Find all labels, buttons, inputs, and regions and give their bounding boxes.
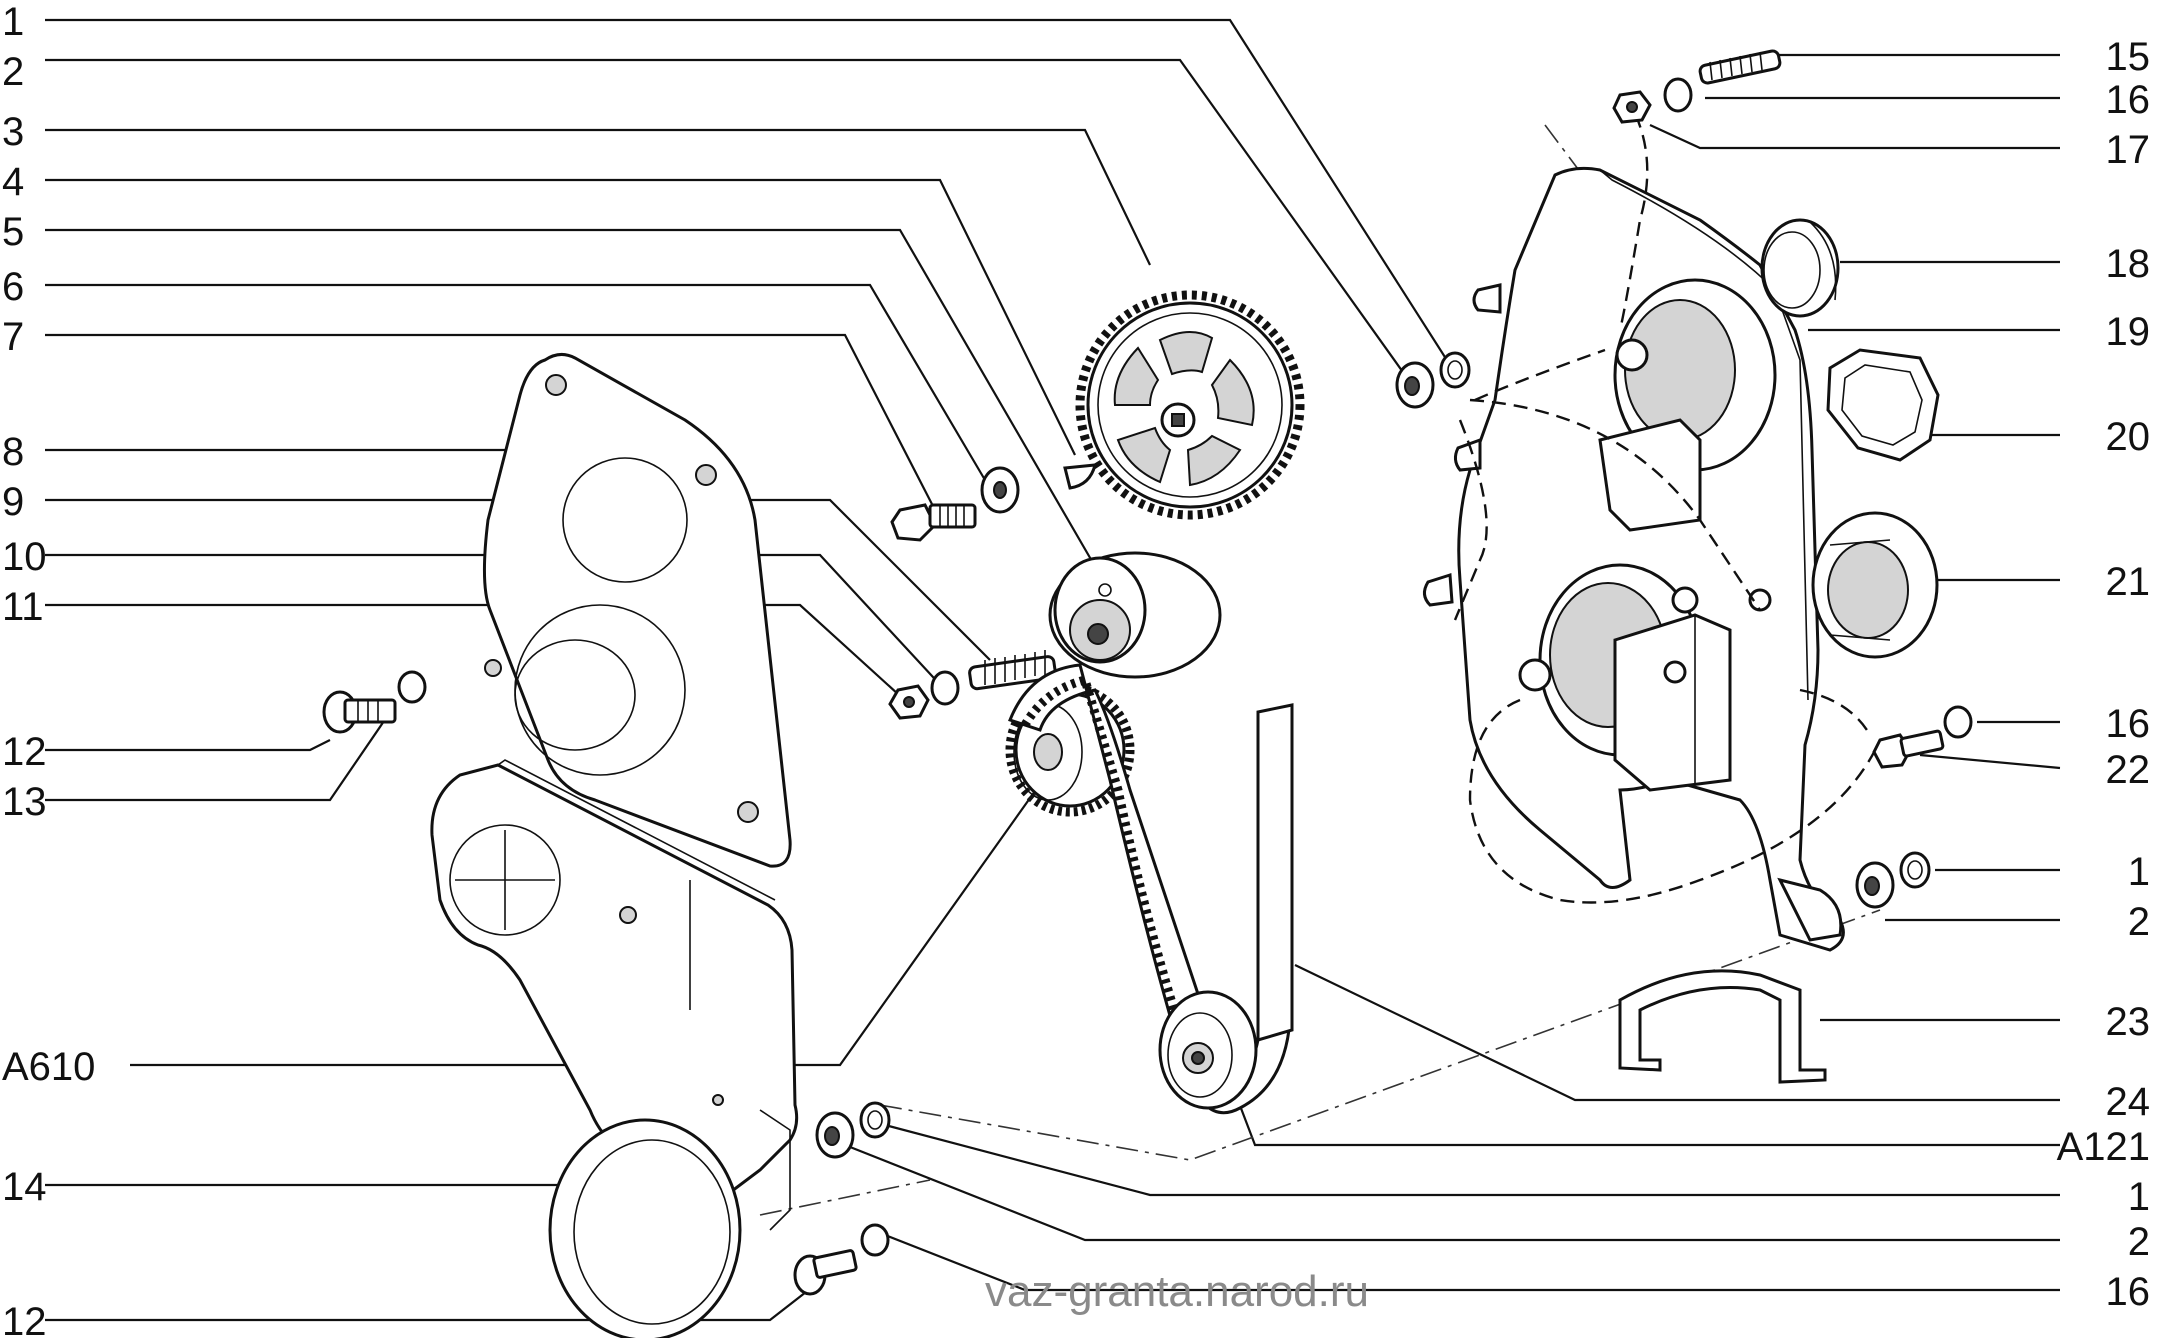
callout-label: 2 — [2128, 900, 2150, 944]
bushing-1-bottom — [859, 1101, 891, 1139]
bracket-23 — [1618, 969, 1827, 1084]
callout-label: 16 — [2106, 702, 2151, 746]
callout-label: 22 — [2106, 748, 2151, 792]
callout-label: 13 — [2, 780, 47, 824]
bushing-1-top — [1439, 351, 1471, 389]
callout-label: 7 — [2, 315, 24, 359]
washer-13 — [397, 670, 427, 704]
callout-label: 16 — [2106, 1270, 2151, 1314]
callout-label: 12 — [2, 1300, 47, 1338]
bolt-7 — [890, 503, 977, 542]
upper-timing-cover — [482, 353, 792, 868]
stud-15 — [1698, 49, 1782, 85]
callout-label: 3 — [2, 110, 24, 154]
tensioner-roller — [1048, 551, 1222, 679]
spacer-2-top — [1395, 361, 1435, 409]
rear-timing-cover — [1423, 94, 1882, 952]
callout-label: 2 — [2128, 1220, 2150, 1264]
callout-label: A121 — [2057, 1125, 2150, 1169]
callout-label: 24 — [2106, 1080, 2151, 1124]
callout-label: 21 — [2106, 560, 2151, 604]
idler-pulley — [1158, 990, 1258, 1110]
callout-label: 17 — [2106, 128, 2151, 172]
callout-label: 8 — [2, 430, 24, 474]
nut-11 — [888, 684, 930, 720]
callout-label: 1 — [2, 0, 24, 44]
seal-housing-21 — [1811, 511, 1939, 659]
callout-label: 1 — [2128, 1175, 2150, 1219]
callout-label: 12 — [2, 730, 47, 774]
woodruff-key — [1063, 463, 1097, 490]
timing-belt — [1008, 663, 1294, 1115]
callout-label: 9 — [2, 480, 24, 524]
gasket-20 — [1826, 348, 1940, 462]
callout-label: 6 — [2, 265, 24, 309]
washer-16-top — [1663, 77, 1693, 113]
bolt-22 — [1872, 729, 1945, 769]
callout-label: 10 — [2, 535, 47, 579]
bolt-12-upper — [322, 690, 397, 734]
callout-label: 2 — [2, 50, 24, 94]
washer-6 — [980, 466, 1020, 514]
bushing-1-right — [1899, 851, 1931, 889]
callout-label: 16 — [2106, 78, 2151, 122]
callout-label: 1 — [2128, 850, 2150, 894]
camshaft-pulley — [1075, 290, 1305, 520]
callout-label: 14 — [2, 1165, 47, 1209]
bolt-12-lower — [793, 1249, 858, 1296]
washer-10 — [930, 670, 960, 706]
washer-16-right — [1943, 705, 1973, 739]
callout-label: A610 — [2, 1045, 95, 1089]
callout-label: 19 — [2106, 310, 2151, 354]
lower-timing-cover — [430, 759, 799, 1342]
callout-label: 20 — [2106, 415, 2151, 459]
nut-17 — [1612, 90, 1652, 124]
callout-label: 15 — [2106, 35, 2151, 79]
callout-label: 23 — [2106, 1000, 2151, 1044]
callout-label: 4 — [2, 160, 24, 204]
washer-16-bottom — [860, 1223, 890, 1257]
stud-9 — [968, 650, 1057, 691]
callout-label: 5 — [2, 210, 24, 254]
callout-label: 11 — [2, 585, 44, 629]
callout-label: 18 — [2106, 242, 2151, 286]
spacer-2-right — [1855, 861, 1895, 909]
leader-lines — [45, 18, 2061, 1322]
oil-seal-18 — [1760, 218, 1840, 318]
spacer-2-bottom — [815, 1111, 855, 1159]
watermark: vaz-granta.narod.ru — [985, 1267, 1369, 1316]
